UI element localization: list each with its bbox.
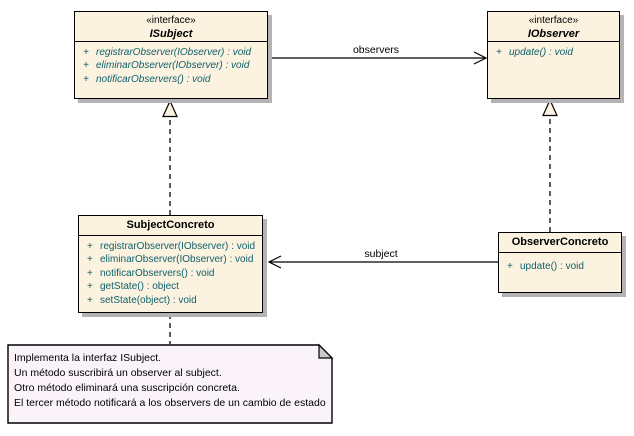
note-line: Un método suscribirá un observer al subj… (14, 367, 222, 379)
class-box-iobserver[interactable]: «interface» IObserver + update() : void (487, 11, 620, 99)
visibility-symbol: + (87, 267, 93, 279)
method-row: + notificarObservers() : void (87, 267, 260, 280)
class-header: «interface» IObserver (488, 12, 619, 42)
class-box-isubject[interactable]: «interface» ISubject + registrarObserver(… (74, 11, 268, 99)
method-signature: eliminarObserver(IObserver) : void (96, 60, 250, 72)
method-signature: eliminarObserver(IObserver) : void (100, 254, 254, 266)
note-body[interactable] (7, 344, 333, 424)
class-name: ObserverConcreto (511, 236, 609, 248)
method-row: + registrarObserver(IObserver) : void (87, 240, 260, 253)
note-line: Otro método eliminará una suscripción co… (14, 382, 240, 394)
note-fold-corner-icon (318, 343, 334, 359)
association-label-observers[interactable]: observers (352, 44, 400, 56)
note-line: El tercer método notificará a los observ… (14, 397, 326, 409)
note-line: Implementa la interfaz ISubject. (14, 352, 162, 364)
visibility-symbol: + (83, 47, 89, 58)
visibility-symbol: + (87, 294, 93, 306)
method-signature: update() : void (509, 47, 573, 58)
note-shape[interactable] (7, 343, 334, 424)
hollow-triangle-arrowhead (542, 98, 558, 117)
method-signature: setState(object) : void (100, 294, 197, 306)
method-row: + update() : void (507, 260, 619, 273)
method-signature: getState() : object (100, 281, 179, 293)
stereotype-label: «interface» (528, 15, 579, 26)
visibility-symbol: + (87, 281, 93, 293)
class-name: SubjectConcreto (126, 219, 215, 231)
method-row: + setState(object) : void (87, 294, 260, 307)
methods-compartment: + update() : void (499, 253, 621, 273)
open-arrowhead (267, 255, 282, 269)
class-box-observerconcreto[interactable]: ObserverConcreto + update() : void (498, 232, 622, 293)
visibility-symbol: + (87, 241, 93, 252)
method-row: + update() : void (496, 46, 617, 59)
open-arrowhead (473, 51, 488, 65)
realization-subjectconcreto-isubject[interactable] (162, 99, 178, 215)
method-signature: update() : void (520, 261, 584, 272)
method-signature: registrarObserver(IObserver) : void (100, 241, 256, 252)
method-row: + eliminarObserver(IObserver) : void (83, 59, 265, 72)
method-signature: notificarObservers() : void (100, 267, 215, 279)
method-row: + getState() : object (87, 280, 260, 293)
class-header: SubjectConcreto (79, 216, 262, 236)
visibility-symbol: + (496, 47, 502, 58)
hollow-triangle-arrowhead (162, 99, 178, 118)
methods-compartment: + update() : void (488, 42, 619, 59)
method-signature: registrarObserver(IObserver) : void (96, 47, 252, 58)
visibility-symbol: + (83, 73, 89, 85)
methods-compartment: + registrarObserver(IObserver) : void + el… (79, 236, 262, 307)
stereotype-label: «interface» (146, 15, 196, 26)
method-row: + registrarObserver(IObserver) : void (83, 46, 265, 59)
class-box-subjectconcreto[interactable]: SubjectConcreto + registrarObserver(IObse… (78, 215, 263, 313)
class-header: «interface» ISubject (75, 12, 267, 42)
association-label-subject[interactable]: subject (364, 248, 398, 260)
visibility-symbol: + (507, 261, 513, 272)
class-name: IObserver (527, 28, 580, 40)
association-observers[interactable] (272, 51, 488, 65)
visibility-symbol: + (83, 60, 89, 72)
methods-compartment: + registrarObserver(IObserver) : void + el… (75, 42, 267, 86)
visibility-symbol: + (87, 254, 93, 266)
association-subject[interactable] (267, 255, 498, 269)
class-name: ISubject (149, 28, 193, 40)
method-row: + eliminarObserver(IObserver) : void (87, 253, 260, 266)
method-row: + notificarObservers() : void (83, 73, 265, 86)
realization-observerconcreto-iobserver[interactable] (542, 98, 558, 232)
class-header: ObserverConcreto (499, 233, 621, 253)
note-text: Implementa la interfaz ISubject. Un méto… (14, 351, 332, 411)
method-signature: notificarObservers() : void (96, 73, 211, 85)
